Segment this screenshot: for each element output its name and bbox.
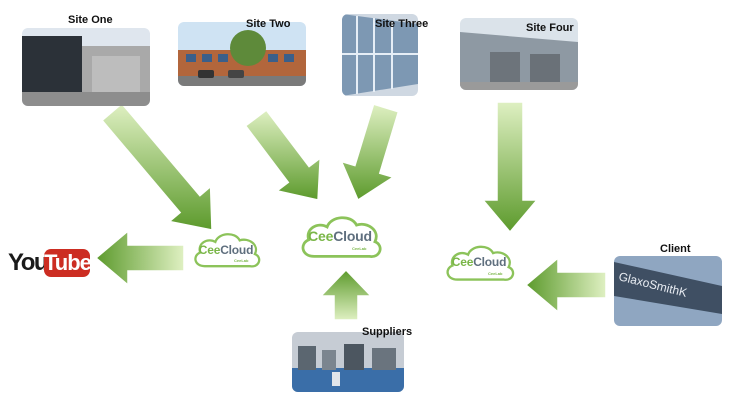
youtube-logo-box: Tube: [44, 249, 92, 277]
arrow-client: [524, 256, 607, 314]
site-two-label: Site Two: [246, 18, 291, 30]
ceecloud-brand-left: CeeCloud: [198, 243, 254, 257]
site-one-label: Site One: [68, 14, 113, 26]
youtube-logo-you: You: [8, 249, 49, 276]
ceecloud-node-center: CeeCloud CeeLab: [294, 210, 386, 266]
ceecloud-node-left: CeeCloud CeeLab: [188, 228, 264, 274]
site-four-photo: [460, 18, 578, 90]
ceecloud-brand-center: CeeCloud: [308, 228, 372, 244]
cloud-icon: [446, 245, 515, 281]
client-photo: GlaxoSmithK: [614, 256, 722, 326]
ceelab-sub-center: CeeLab: [352, 246, 367, 251]
arrow-site-four: [481, 101, 539, 234]
suppliers-photo: [292, 332, 404, 392]
cloud-icon: [194, 233, 261, 268]
arrow-youtube: [94, 229, 185, 287]
site-three-photo: [342, 14, 418, 96]
ceecloud-node-right: CeeCloud CeeLab: [440, 240, 518, 288]
arrow-site-two: [244, 109, 322, 201]
arrow-site-three: [340, 103, 400, 202]
site-four-label: Site Four: [526, 22, 574, 34]
site-two-photo: [178, 22, 306, 86]
client-label: Client: [660, 243, 691, 255]
youtube-logo: You Tube: [8, 248, 92, 278]
site-three-label: Site Three: [375, 18, 429, 30]
suppliers-label: Suppliers: [362, 326, 413, 338]
ceecloud-brand-right: CeeCloud: [451, 255, 507, 269]
site-one-photo: [22, 28, 150, 106]
arrow-site-one: [101, 102, 213, 231]
ceelab-sub-left: CeeLab: [234, 258, 249, 263]
arrow-suppliers: [319, 268, 373, 321]
youtube-logo-tube: Tube: [44, 250, 92, 275]
cloud-icon: [301, 216, 382, 258]
ceelab-sub-right: CeeLab: [488, 271, 503, 276]
